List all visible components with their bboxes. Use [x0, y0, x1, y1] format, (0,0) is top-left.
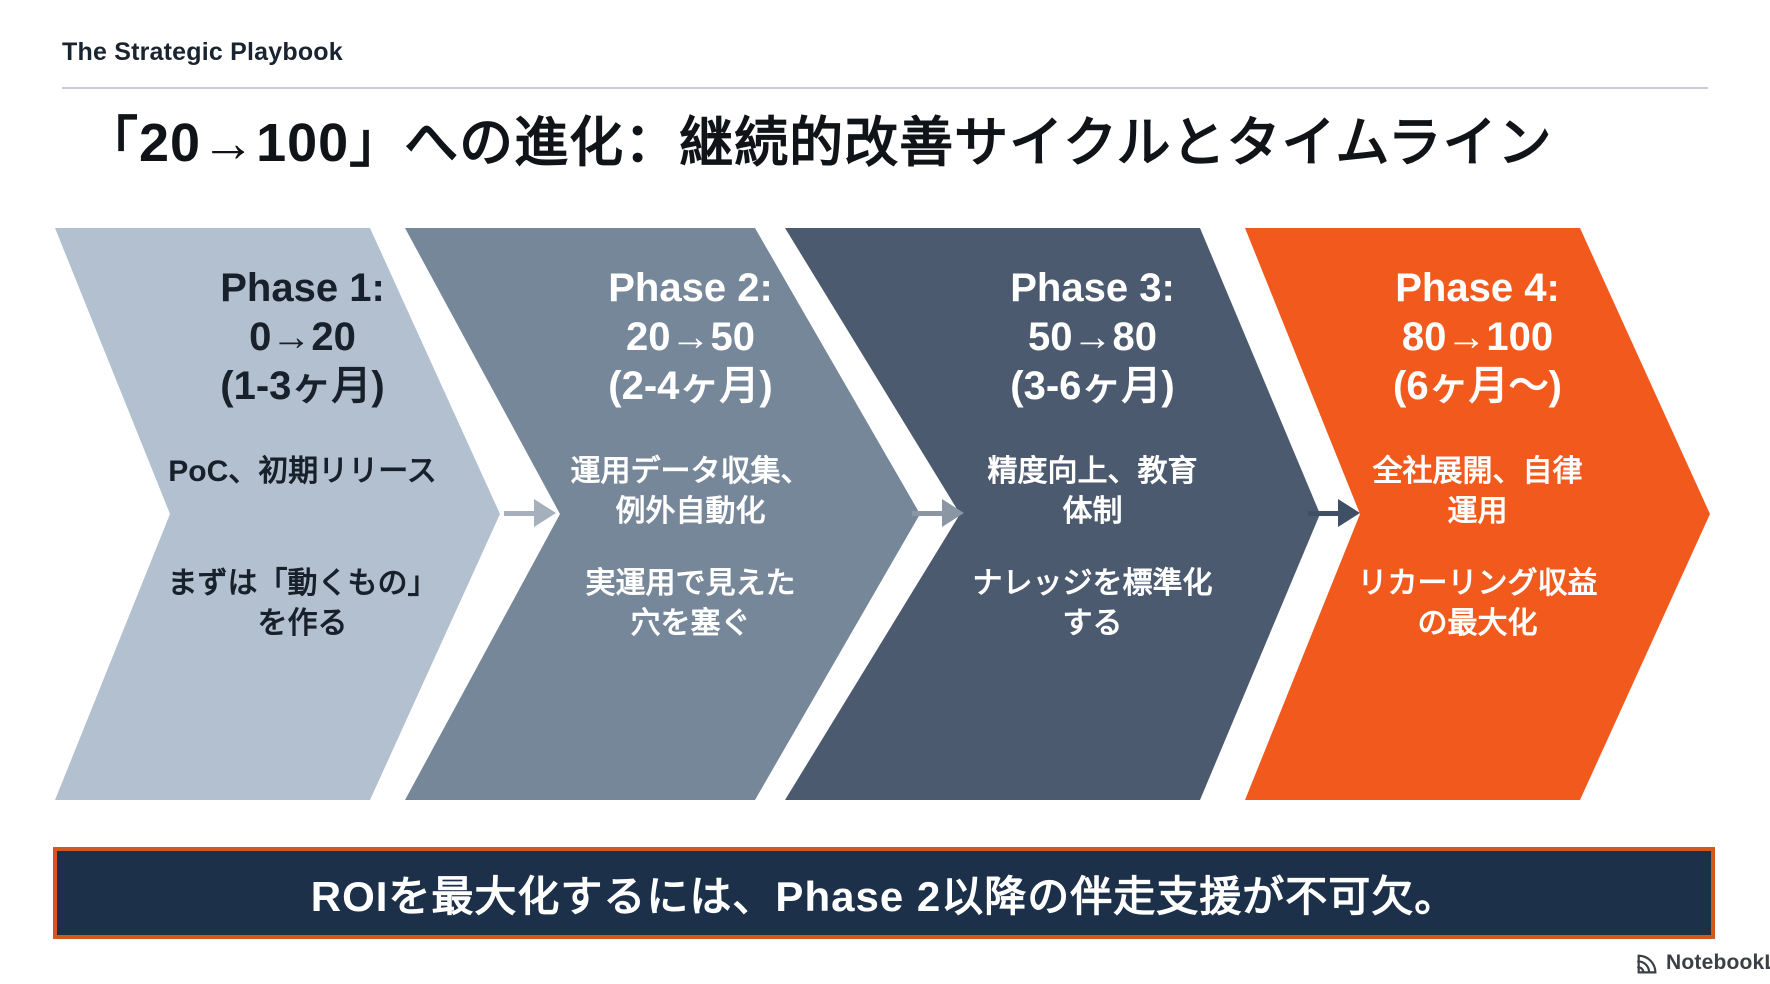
phase-point-2: まずは「動くもの」 を作る — [167, 566, 438, 641]
phase-4-content: Phase 4: 80→100 (6ヶ月〜) 全社展開、自律 運用 リカーリング… — [1245, 228, 1710, 800]
phase-point-2: 実運用で見えた 穴を塞ぐ — [585, 566, 796, 641]
phase-duration: (6ヶ月〜) — [1393, 364, 1562, 409]
phase-point-1: 運用データ収集、 例外自動化 — [570, 454, 811, 529]
phase-point-2: リカーリング収益 の最大化 — [1357, 566, 1598, 641]
arrow-shaft — [504, 510, 534, 516]
phase-range: 20→50 — [626, 315, 755, 360]
phase-name: Phase 3: — [1010, 266, 1175, 310]
phase-2-content: Phase 2: 20→50 (2-4ヶ月) 運用データ収集、 例外自動化 実運… — [405, 228, 920, 800]
arrow-head — [1338, 499, 1360, 527]
phase-1-content: Phase 1: 0→20 (1-3ヶ月) PoC、初期リリース まずは「動くも… — [55, 228, 500, 800]
notebooklm-icon — [1634, 950, 1659, 975]
arrow-head — [534, 499, 556, 527]
notebooklm-logo: NotebookLM — [1634, 950, 1770, 975]
header-divider — [62, 87, 1708, 89]
arrow-shaft — [1308, 510, 1338, 516]
phase-3-content: Phase 3: 50→80 (3-6ヶ月) 精度向上、教育 体制 ナレッジを標… — [785, 228, 1320, 800]
key-message-banner: ROIを最大化するには、Phase 2以降の伴走支援が不可欠。 — [53, 847, 1715, 939]
phase-name: Phase 2: — [608, 266, 773, 310]
arrow-head — [942, 499, 964, 527]
phase-name: Phase 1: — [220, 266, 385, 310]
phase-duration: (2-4ヶ月) — [608, 364, 773, 409]
phase-point-1: 精度向上、教育 体制 — [987, 454, 1198, 529]
slide-title: 「20→100」への進化：継続的改善サイクルとタイムライン — [84, 113, 1553, 173]
phase-duration: (1-3ヶ月) — [220, 364, 385, 409]
key-message-text: ROIを最大化するには、Phase 2以降の伴走支援が不可欠。 — [310, 872, 1458, 920]
phase-arrow-icon — [504, 499, 556, 527]
phase-point-1: PoC、初期リリース — [168, 454, 437, 488]
deck-section-label: The Strategic Playbook — [62, 38, 343, 66]
phase-range: 80→100 — [1401, 315, 1554, 360]
notebooklm-label: NotebookLM — [1666, 950, 1770, 974]
phase-point-2: ナレッジを標準化 する — [972, 566, 1213, 641]
arrow-shaft — [912, 510, 942, 516]
phase-arrow-icon — [912, 499, 964, 527]
phase-arrow-icon — [1308, 499, 1360, 527]
phase-1-chevron: Phase 1: 0→20 (1-3ヶ月) PoC、初期リリース まずは「動くも… — [55, 228, 500, 800]
phase-point-1: 全社展開、自律 運用 — [1372, 454, 1583, 529]
phase-duration: (3-6ヶ月) — [1010, 364, 1175, 409]
phase-range: 0→20 — [249, 315, 356, 360]
phase-range: 50→80 — [1028, 315, 1157, 360]
phase-name: Phase 4: — [1395, 266, 1560, 310]
